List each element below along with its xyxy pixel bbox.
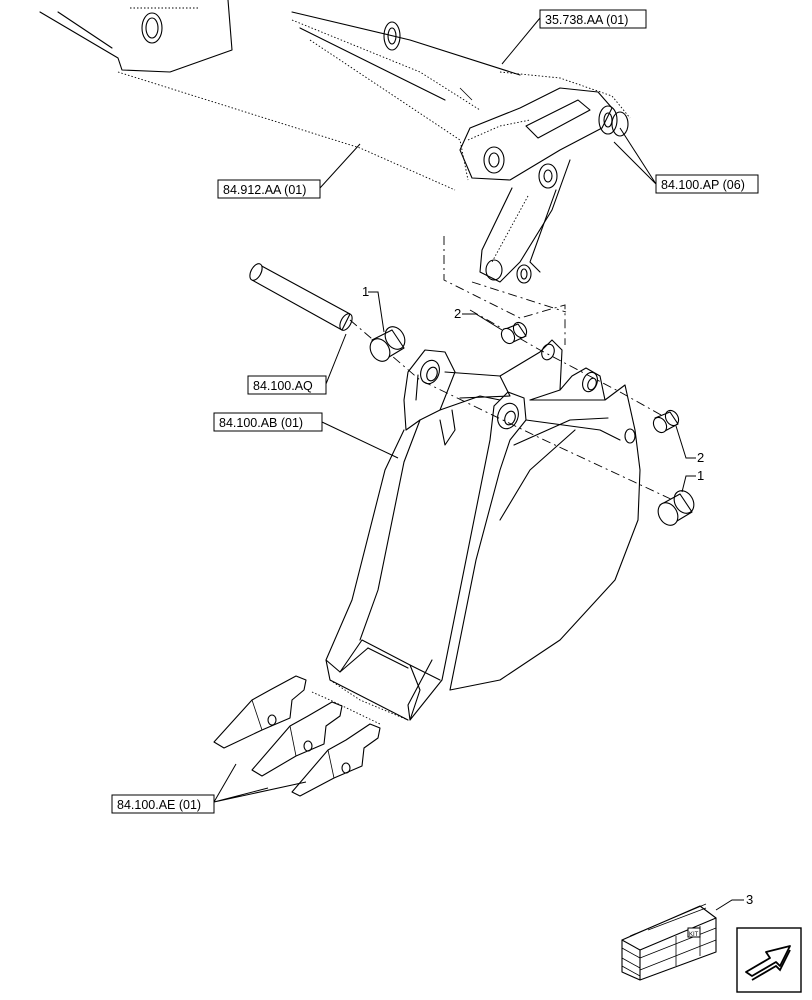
- bushing-1-lower: [657, 490, 695, 526]
- spacer-2-upper: [500, 321, 528, 345]
- item-number-bushing-upper: 1: [362, 284, 369, 299]
- next-page-arrow-icon[interactable]: [736, 927, 802, 993]
- bushing-1-upper: [369, 326, 406, 362]
- item-number-spacer-lower: 2: [697, 450, 704, 465]
- bucket: [325, 339, 641, 721]
- leader-lines: [213, 17, 744, 911]
- kit-crate-icon: KIT: [621, 903, 717, 981]
- arm-assembly: [39, 0, 631, 284]
- ref-label-arm: 84.912.AA (01): [223, 183, 306, 197]
- ref-label-bucket-pin: 84.100.AQ: [253, 379, 313, 393]
- bucket-teeth: [213, 675, 381, 797]
- ref-box-boom[interactable]: 35.738.AA (01): [539, 9, 647, 29]
- ref-box-bucket-pin[interactable]: 84.100.AQ: [247, 375, 327, 395]
- ref-box-bucket[interactable]: 84.100.AB (01): [213, 412, 323, 432]
- crate-marking: KIT: [689, 932, 699, 938]
- ref-box-teeth[interactable]: 84.100.AE (01): [111, 794, 215, 814]
- item-number-bushing-lower: 1: [697, 468, 704, 483]
- ref-label-bucket: 84.100.AB (01): [219, 416, 303, 430]
- ref-box-link-pins[interactable]: 84.100.AP (06): [655, 174, 759, 194]
- ref-box-arm[interactable]: 84.912.AA (01): [217, 179, 321, 199]
- spacer-2-lower: [652, 409, 680, 434]
- ref-label-teeth: 84.100.AE (01): [117, 798, 201, 812]
- ref-label-link-pins: 84.100.AP (06): [661, 178, 745, 192]
- assembly-centre-lines: [349, 236, 691, 509]
- item-number-spacer-upper: 2: [454, 306, 461, 321]
- bucket-pin: [249, 263, 353, 331]
- ref-label-boom: 35.738.AA (01): [545, 13, 628, 27]
- item-number-crate: 3: [746, 892, 753, 907]
